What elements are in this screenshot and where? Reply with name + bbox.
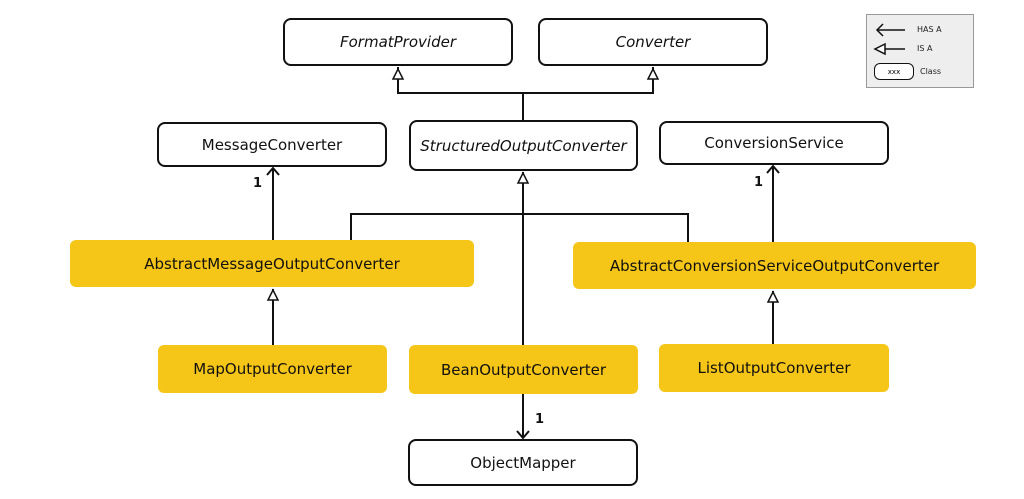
is-a-arrowhead-abstractconversion xyxy=(766,290,780,303)
legend-has-a-label: HAS A xyxy=(917,25,942,34)
class-converter: Converter xyxy=(538,18,768,66)
class-abstract-message-output-converter: AbstractMessageOutputConverter xyxy=(70,240,474,287)
class-object-mapper: ObjectMapper xyxy=(408,439,638,486)
is-a-arrowhead-structured xyxy=(516,171,530,184)
legend-is-a-label: IS A xyxy=(917,44,933,53)
class-format-provider: FormatProvider xyxy=(283,18,513,66)
class-map-output-converter: MapOutputConverter xyxy=(158,345,387,393)
is-a-arrowhead-abstractmessage xyxy=(266,288,280,301)
is-a-arrowhead-converter xyxy=(646,67,660,80)
has-a-arrowhead-objectmapper xyxy=(516,430,530,440)
legend: HAS A IS A xxx Class xyxy=(866,14,974,88)
class-conversion-service: ConversionService xyxy=(659,121,889,165)
multiplicity-message-converter: 1 xyxy=(253,176,263,191)
is-a-line-structured-to-converter xyxy=(523,67,654,94)
legend-class-label: Class xyxy=(920,67,942,76)
class-structured-output-converter: StructuredOutputConverter xyxy=(409,120,638,171)
class-abstract-conversion-service-output-converter: AbstractConversionServiceOutputConverter xyxy=(573,242,976,289)
legend-symbols xyxy=(873,23,905,56)
multiplicity-conversion-service: 1 xyxy=(754,175,764,190)
is-a-line-abstractmessage-to-structured xyxy=(350,213,689,242)
is-a-arrowhead-formatprovider xyxy=(391,67,405,80)
class-message-converter: MessageConverter xyxy=(157,122,387,167)
has-a-arrowhead-messageconverter xyxy=(266,166,280,176)
multiplicity-object-mapper: 1 xyxy=(535,412,545,427)
is-a-line-structured-to-formatprovider xyxy=(397,67,524,120)
legend-class-sample: xxx xyxy=(874,63,914,80)
has-a-arrowhead-conversionservice xyxy=(766,164,780,174)
class-bean-output-converter: BeanOutputConverter xyxy=(409,345,638,394)
class-list-output-converter: ListOutputConverter xyxy=(659,344,889,392)
